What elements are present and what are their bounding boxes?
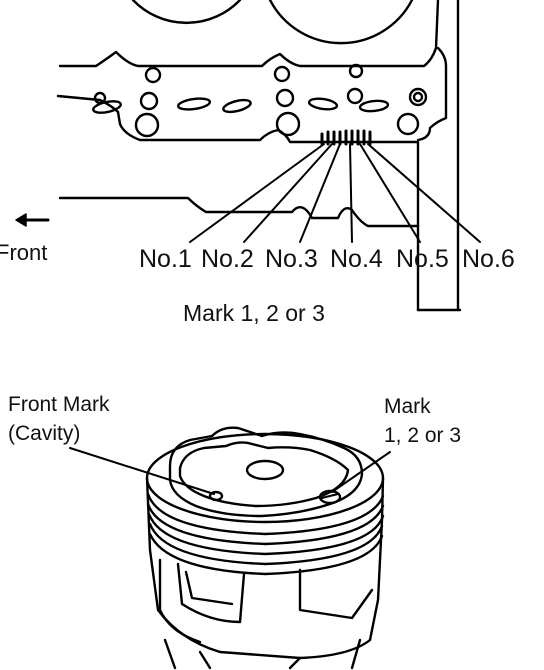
gasket-top-edge bbox=[58, 0, 440, 68]
cylinder-label-no6: No.6 bbox=[462, 245, 515, 273]
gasket-right-edge bbox=[416, 46, 448, 142]
front-mark-leader bbox=[69, 447, 215, 495]
front-mark-cavity-label: (Cavity) bbox=[8, 422, 81, 445]
gasket-marks bbox=[320, 129, 372, 146]
mark-leader bbox=[331, 451, 391, 493]
piston-bowl-inner bbox=[178, 441, 350, 508]
cylinder-head-gasket bbox=[15, 0, 481, 312]
mark-values-label: 1, 2 or 3 bbox=[384, 424, 462, 447]
leader-lines bbox=[189, 143, 481, 243]
piston bbox=[69, 426, 391, 670]
front-label: Front bbox=[0, 240, 48, 265]
cylinder-label-no5: No.5 bbox=[396, 245, 449, 273]
piston-bowl bbox=[168, 426, 364, 518]
cylinder-label-no4: No.4 bbox=[330, 245, 383, 273]
cylinder-label-no2: No.2 bbox=[201, 245, 254, 273]
block-side-contour bbox=[58, 196, 420, 228]
bore-arc-2 bbox=[268, 0, 414, 45]
cylinder-label-no3: No.3 bbox=[265, 245, 318, 273]
bore-arc-1 bbox=[131, 0, 242, 24]
front-mark-label: Front Mark bbox=[8, 393, 110, 416]
cylinder-label-no1: No.1 bbox=[139, 245, 192, 273]
mark-label: Mark bbox=[384, 395, 431, 418]
mark-caption: Mark 1, 2 or 3 bbox=[183, 300, 325, 326]
front-arrow bbox=[15, 213, 50, 227]
